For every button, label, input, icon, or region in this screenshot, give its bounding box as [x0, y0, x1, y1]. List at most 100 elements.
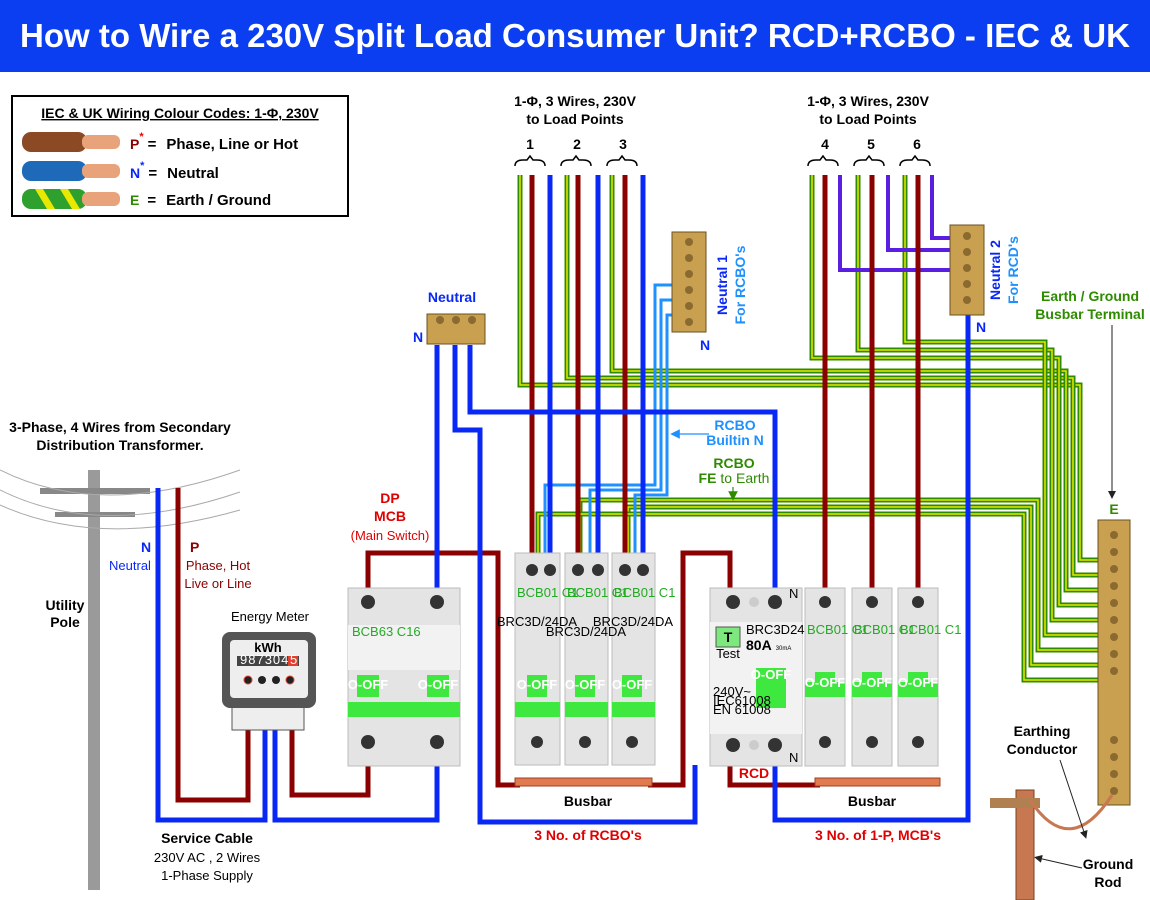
supply-wires: [155, 315, 971, 825]
svg-text:EN 61008: EN 61008: [713, 702, 771, 717]
pole-neutral-label: Neutral: [109, 558, 151, 573]
neutral-main-label: Neutral: [428, 289, 476, 305]
pole-label-1: Utility: [46, 597, 85, 613]
rcbo-builtin-n-label: RCBO: [714, 417, 755, 433]
svg-text:O-OFF: O-OFF: [418, 677, 458, 692]
svg-text:N: N: [976, 319, 986, 335]
busbar-2-label: Busbar: [848, 793, 897, 809]
svg-text:to Load Points: to Load Points: [526, 111, 623, 127]
dp-mcb-main-switch[interactable]: [347, 587, 461, 767]
svg-text:O-OFF: O-OFF: [612, 677, 652, 692]
ground-rod-label: Ground: [1083, 856, 1134, 872]
energy-meter-label: Energy Meter: [231, 609, 310, 624]
blue-wire-icon: [22, 161, 120, 181]
rcd-test-button: [715, 626, 741, 648]
legend-label-earth: Earth / Ground: [166, 192, 271, 209]
svg-text:Builtin N: Builtin N: [706, 432, 764, 448]
svg-text:O-OFF: O-OFF: [751, 667, 791, 682]
rcd-trip: 30mA: [776, 646, 792, 652]
svg-text:230V AC , 2 Wires: 230V AC , 2 Wires: [154, 850, 261, 865]
mcb-count-label: 3 No. of 1-P, MCB's: [815, 827, 941, 843]
ground-rod: [990, 789, 1114, 900]
svg-text:BCB01 C1: BCB01 C1: [614, 585, 675, 600]
legend-row-phase: P*=Phase, Line or Hot: [130, 131, 298, 153]
svg-text:O-OFF: O-OFF: [805, 675, 845, 690]
rcd[interactable]: [709, 587, 803, 767]
svg-text:IEC61008: IEC61008: [713, 693, 771, 708]
svg-text:kWh: kWh: [254, 640, 282, 655]
load-braces: [514, 154, 931, 167]
neutral-2-label: Neutral 2: [987, 240, 1003, 300]
svg-text:BCB01 C1: BCB01 C1: [900, 622, 961, 637]
svg-text:N: N: [789, 586, 798, 601]
rcbo-2-model: BRC3D/24DA: [546, 624, 627, 639]
svg-text:O-OFF: O-OFF: [565, 677, 605, 692]
svg-text:1-Phase Supply: 1-Phase Supply: [161, 868, 253, 883]
meter-reading: 987304: [240, 652, 289, 667]
brown-wire-icon: [22, 132, 120, 152]
load-group-2-label: 1-Φ, 3 Wires, 230V: [807, 93, 930, 109]
earthing-conductor: [1028, 794, 1114, 831]
svg-text:5: 5: [867, 136, 875, 152]
busbar-rcbo: [514, 777, 653, 787]
rcd-label: RCD: [739, 765, 769, 781]
svg-text:O-OFF: O-OFF: [348, 677, 388, 692]
legend-heading: IEC & UK Wiring Colour Codes: 1-Φ, 230V: [41, 105, 319, 121]
svg-text:to Load Points: to Load Points: [819, 111, 916, 127]
rcbo-count-label: 3 No. of RCBO's: [534, 827, 642, 843]
transformer-label-1: 3-Phase, 4 Wires from Secondary: [9, 419, 231, 435]
mcb-5[interactable]: [851, 587, 893, 767]
service-cable-label: Service Cable: [161, 830, 253, 846]
svg-text:Conductor: Conductor: [1007, 741, 1078, 757]
svg-text:For RCD's: For RCD's: [1005, 236, 1021, 304]
svg-text:T: T: [724, 629, 733, 645]
svg-text:240V~: 240V~: [713, 684, 751, 699]
earthing-conductor-label: Earthing: [1014, 723, 1071, 739]
rcbo-3[interactable]: [611, 552, 656, 766]
svg-text:BCB01 C1: BCB01 C1: [807, 622, 868, 637]
svg-text:O-OFF: O-OFF: [898, 675, 938, 690]
dp-mcb-label-1: DP: [380, 490, 399, 506]
main-neutral-bar: [426, 313, 486, 345]
legend-row-neutral: N*=Neutral: [130, 160, 219, 182]
pole-phase-label-1: Phase, Hot: [186, 558, 251, 573]
load-wires-2: [822, 175, 952, 600]
page-title: How to Wire a 230V Split Load Consumer U…: [0, 0, 1150, 72]
rcbo-1[interactable]: [514, 552, 561, 766]
rcd-rating: 80A: [746, 637, 772, 653]
rcbo-2[interactable]: [564, 552, 609, 766]
energy-meter: [222, 632, 316, 731]
svg-text:O-OFF: O-OFF: [852, 675, 892, 690]
svg-text:6: 6: [913, 136, 921, 152]
legend-row-earth: E=Earth / Ground: [130, 192, 271, 209]
svg-text:O-OFF: O-OFF: [517, 677, 557, 692]
svg-text:4: 4: [821, 136, 829, 152]
earth-busbar-label: Earth / Ground: [1041, 288, 1139, 304]
svg-text:E: E: [1109, 501, 1118, 517]
busbar-1-label: Busbar: [564, 793, 613, 809]
dp-mcb-label-3: (Main Switch): [351, 528, 430, 543]
svg-text:Busbar Terminal: Busbar Terminal: [1035, 306, 1144, 322]
utility-pole: [0, 469, 241, 890]
rcbo-neutral-wires: [543, 283, 675, 553]
svg-text:N: N: [789, 750, 798, 765]
neutral-bar-1: [671, 231, 707, 333]
svg-text:Rod: Rod: [1094, 874, 1121, 890]
svg-text:N: N: [141, 539, 151, 555]
svg-text:BCB63 C16: BCB63 C16: [352, 624, 421, 639]
mcb-6[interactable]: [897, 587, 939, 767]
rcbo-3-model: BRC3D/24DA: [593, 614, 674, 629]
svg-text:For RCBO's: For RCBO's: [732, 245, 748, 324]
pole-phase-label-2: Live or Line: [184, 576, 251, 591]
svg-text:BCB01 C1: BCB01 C1: [567, 585, 628, 600]
colour-code-legend: IEC & UK Wiring Colour Codes: 1-Φ, 230V …: [11, 95, 349, 217]
svg-text:BCB01 C1: BCB01 C1: [854, 622, 915, 637]
svg-text:P: P: [190, 539, 199, 555]
mcb-4[interactable]: [804, 587, 846, 767]
neutral-bar-2: [949, 224, 985, 316]
svg-text:3: 3: [619, 136, 627, 152]
svg-text:5: 5: [290, 652, 297, 667]
load-wires-1: [529, 175, 646, 553]
legend-label-phase: Phase, Line or Hot: [166, 136, 298, 153]
svg-text:N: N: [700, 337, 710, 353]
